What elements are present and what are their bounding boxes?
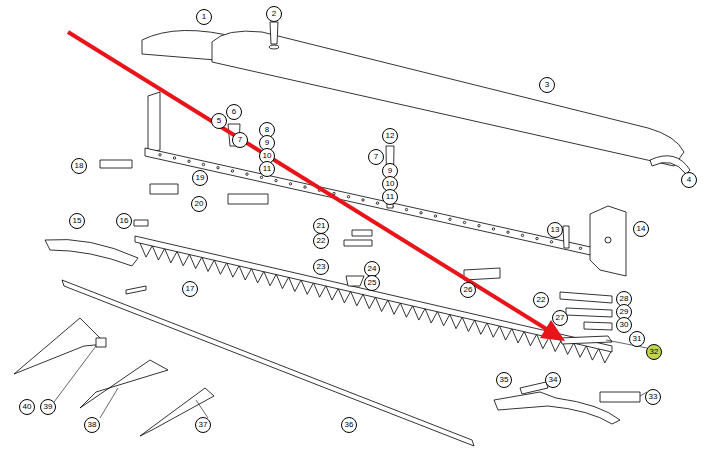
bar-holes — [159, 154, 611, 256]
callout-number: 11 — [259, 161, 275, 177]
guard-plate — [45, 239, 138, 266]
bolt — [563, 226, 569, 248]
callout-number: 22 — [533, 292, 549, 308]
callout-number: 18 — [71, 158, 87, 174]
callout-number: 25 — [364, 275, 380, 291]
callout-number: 7 — [368, 149, 384, 165]
callout-number: 3 — [539, 77, 555, 93]
callout-number: 16 — [116, 213, 132, 229]
plate — [600, 392, 640, 402]
clip — [344, 240, 372, 246]
end-strip — [650, 156, 690, 174]
end-plate — [590, 206, 626, 276]
callout-number: 15 — [69, 213, 85, 229]
callout-number: 4 — [681, 172, 697, 188]
arrow-shaft — [68, 32, 548, 330]
plate — [560, 336, 612, 344]
leader-line — [196, 400, 208, 418]
callout-number: 2 — [266, 6, 282, 22]
clip — [352, 230, 372, 236]
callout-number: 33 — [645, 389, 661, 405]
plate — [520, 382, 548, 394]
callout-number: 38 — [84, 417, 100, 433]
guard — [140, 388, 214, 436]
callout-number: 13 — [547, 222, 563, 238]
callout-number: 19 — [192, 170, 208, 186]
plate — [584, 322, 612, 330]
callout-number: 22 — [313, 233, 329, 249]
clip — [134, 220, 148, 226]
callout-number: 39 — [40, 399, 56, 415]
finger-guard — [228, 194, 268, 204]
callout-number: 23 — [313, 259, 329, 275]
callout-number: 7 — [232, 132, 248, 148]
callout-number: 21 — [313, 218, 329, 234]
plate-hole — [605, 237, 611, 243]
knife-bar — [135, 236, 612, 352]
knife-section — [346, 276, 364, 286]
leader-line — [100, 388, 118, 418]
finger-guard — [150, 184, 178, 194]
plate — [560, 292, 612, 303]
callout-number: 36 — [341, 417, 357, 433]
guard — [14, 318, 106, 374]
washer — [269, 45, 279, 49]
red-arrow — [68, 32, 565, 341]
callout-number: 30 — [616, 317, 632, 333]
callout-number: 31 — [629, 331, 645, 347]
callout-number: 40 — [19, 399, 35, 415]
callout-number: 5 — [211, 113, 227, 129]
guard — [80, 360, 168, 408]
knife-sections — [140, 243, 611, 363]
long-cover — [212, 31, 684, 166]
callout-number: 17 — [182, 281, 198, 297]
finger-guard — [464, 268, 500, 280]
callout-number: 11 — [382, 189, 398, 205]
bush — [96, 338, 106, 347]
callout-number: 27 — [552, 310, 568, 326]
callout-number: 14 — [633, 221, 649, 237]
callout-number: 12 — [382, 128, 398, 144]
end-guard — [494, 392, 620, 424]
callout-number: 6 — [226, 104, 242, 120]
callout-number: 34 — [545, 372, 561, 388]
leader-line — [54, 346, 96, 402]
bolt — [270, 22, 278, 44]
callout-number: 26 — [460, 282, 476, 298]
callout-number: 32 — [646, 344, 662, 360]
callout-number: 37 — [195, 417, 211, 433]
bracket — [148, 92, 160, 152]
callout-number: 20 — [191, 196, 207, 212]
callout-number: 35 — [496, 372, 512, 388]
callout-number: 1 — [196, 9, 212, 25]
pin — [126, 286, 146, 294]
plate — [566, 308, 612, 317]
long-bar — [62, 280, 474, 446]
finger-guard — [100, 160, 132, 168]
cutter-bar — [145, 148, 622, 262]
